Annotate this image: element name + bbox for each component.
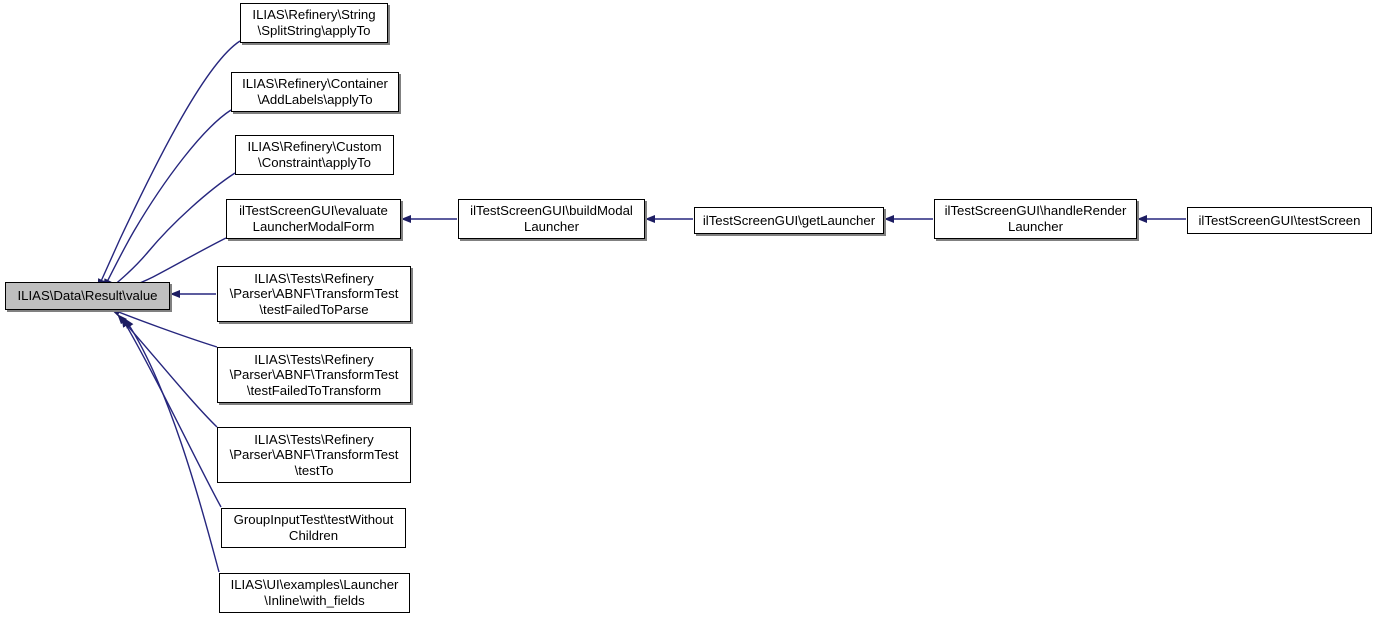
graph-node[interactable]: ilTestScreenGUI\handleRender Launcher	[934, 199, 1137, 239]
graph-node[interactable]: ILIAS\UI\examples\Launcher \Inline\with_…	[219, 573, 410, 613]
graph-edge	[110, 308, 218, 348]
graph-edge	[97, 40, 241, 289]
graph-node[interactable]: GroupInputTest\testWithout Children	[221, 508, 406, 548]
graph-node[interactable]: ILIAS\Refinery\Container \AddLabels\appl…	[231, 72, 399, 112]
graph-edge	[124, 318, 220, 573]
graph-node[interactable]: ilTestScreenGUI\testScreen	[1187, 207, 1372, 234]
graph-node[interactable]: ILIAS\Refinery\Custom \Constraint\applyT…	[235, 135, 394, 175]
graph-node[interactable]: ILIAS\Refinery\String \SplitString\apply…	[240, 3, 388, 43]
graph-edge	[106, 172, 236, 292]
graph-node[interactable]: ILIAS\Tests\Refinery \Parser\ABNF\Transf…	[217, 266, 411, 322]
graph-node[interactable]: ILIAS\Tests\Refinery \Parser\ABNF\Transf…	[217, 427, 411, 483]
graph-node[interactable]: ilTestScreenGUI\getLauncher	[694, 207, 884, 234]
graph-node[interactable]: ILIAS\Tests\Refinery \Parser\ABNF\Transf…	[217, 347, 411, 403]
graph-node[interactable]: ilTestScreenGUI\evaluate LauncherModalFo…	[226, 199, 401, 239]
graph-node[interactable]: ilTestScreenGUI\buildModal Launcher	[458, 199, 645, 239]
graph-edge	[103, 109, 232, 289]
graph-node-current[interactable]: ILIAS\Data\Result\value	[5, 282, 170, 310]
graph-edge	[121, 317, 222, 508]
